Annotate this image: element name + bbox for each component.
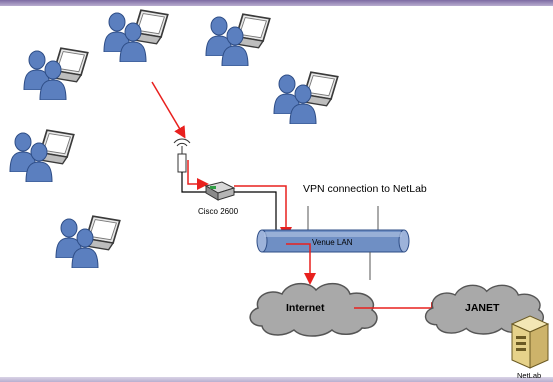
ap-router-link [181, 172, 206, 193]
user-group-icon [104, 10, 168, 62]
janet-label: JANET [465, 302, 500, 314]
user-group-icon [24, 48, 88, 100]
netlab-label: NetLab [517, 371, 541, 380]
router-lan-traffic-arrow [234, 185, 292, 239]
user-group-icon [10, 130, 74, 182]
ap-router-traffic-arrow [187, 160, 209, 190]
user-group-icon [56, 216, 120, 268]
footer-bar [0, 377, 553, 382]
router-lan-link [234, 191, 277, 236]
server-icon [510, 315, 550, 369]
router-label: Cisco 2600 [198, 207, 239, 216]
router-icon [204, 181, 236, 201]
user-group-icon [206, 14, 270, 66]
wireless-link-arrow [151, 81, 186, 139]
lan-internet-traffic-arrow [286, 243, 316, 285]
header-bar [0, 0, 553, 6]
vpn-label: VPN connection to NetLab [303, 183, 427, 195]
user-group-icon [274, 72, 338, 124]
venue-lan-pipe [256, 229, 410, 253]
internet-label: Internet [286, 302, 325, 314]
venue-lan-label: Venue LAN [312, 238, 353, 247]
